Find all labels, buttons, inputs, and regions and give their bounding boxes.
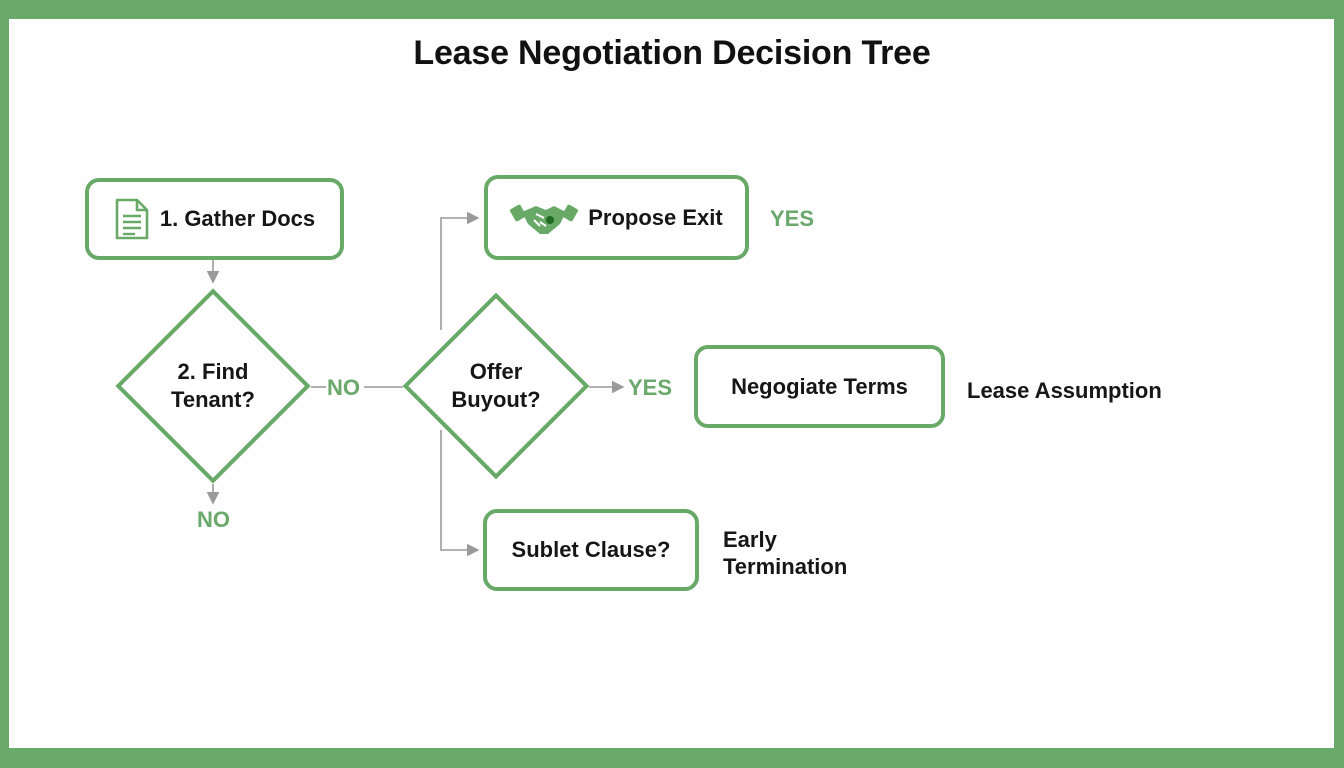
diagram-title: Lease Negotiation Decision Tree [413,34,931,72]
connector-trunk-down [440,430,480,557]
early-termination-line2: Termination [723,554,848,579]
node-propose-exit: Propose Exit [484,175,749,260]
label-no-right: NO [327,375,360,400]
find-tenant-line1: 2. Find [177,359,249,384]
offer-buyout-line1: Offer [469,359,523,384]
node-find-tenant: 2. Find Tenant? [115,288,311,484]
handshake-icon [510,196,579,240]
label-yes-propose: YES [770,206,815,231]
find-tenant-line2: Tenant? [171,387,255,412]
label-early-termination: Early Termination [723,526,847,580]
negotiate-terms-label: Negogiate Terms [731,373,908,399]
connector-trunk-up [440,211,480,330]
gather-docs-label: 1. Gather Docs [159,206,316,231]
propose-exit-label: Propose Exit [588,204,723,230]
label-lease-assumption: Lease Assumption [967,378,1162,403]
label-yes-offer: YES [628,375,673,400]
node-sublet-clause: Sublet Clause? [483,509,699,591]
node-gather-docs: 1. Gather Docs [85,178,344,260]
label-no-bottom: NO [197,507,230,532]
document-icon [114,197,150,241]
early-termination-line1: Early [723,527,777,552]
sublet-clause-label: Sublet Clause? [511,537,671,562]
node-offer-buyout: Offer Buyout? [402,292,590,480]
offer-buyout-line2: Buyout? [451,387,541,412]
node-negotiate-terms: Negogiate Terms [694,345,945,428]
